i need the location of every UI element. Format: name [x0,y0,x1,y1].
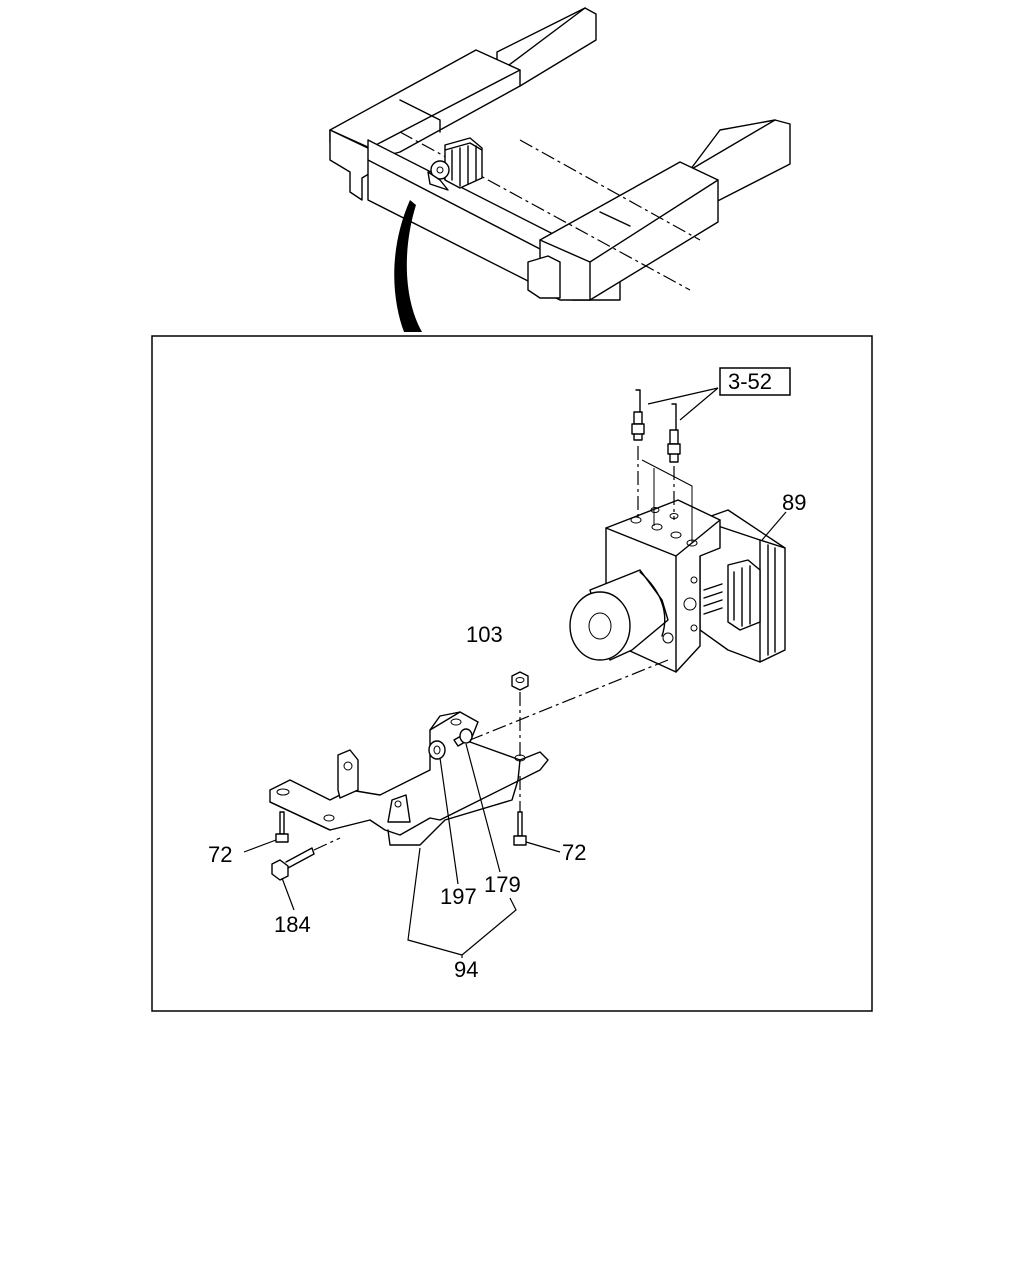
vehicle-frame-overview [329,7,791,301]
abs-hydraulic-unit [569,499,786,673]
callout-184: 184 [274,912,311,937]
callout-72-left: 72 [208,842,232,867]
abs-unit-small [427,137,483,191]
callout-box-3-52 [719,367,791,396]
bolt-184 [271,847,315,881]
callout-3-52: 3-52 [728,369,772,394]
callout-72-right: 72 [562,840,586,865]
callout-197: 197 [440,884,477,909]
pointer-arrow [394,200,422,332]
brake-pipe-bolts [631,389,681,463]
mounting-bracket [269,711,549,846]
bolt-72-right [513,811,527,846]
collar-179 [453,728,473,747]
insulator-197 [428,740,446,760]
callout-94: 94 [454,957,478,982]
callout-89: 89 [782,490,806,515]
callout-103: 103 [466,622,503,647]
nut-103 [511,671,529,691]
bolt-72-left [275,811,289,843]
leader-lines [243,387,787,958]
callout-179: 179 [484,872,521,897]
detail-frame [151,335,873,1012]
